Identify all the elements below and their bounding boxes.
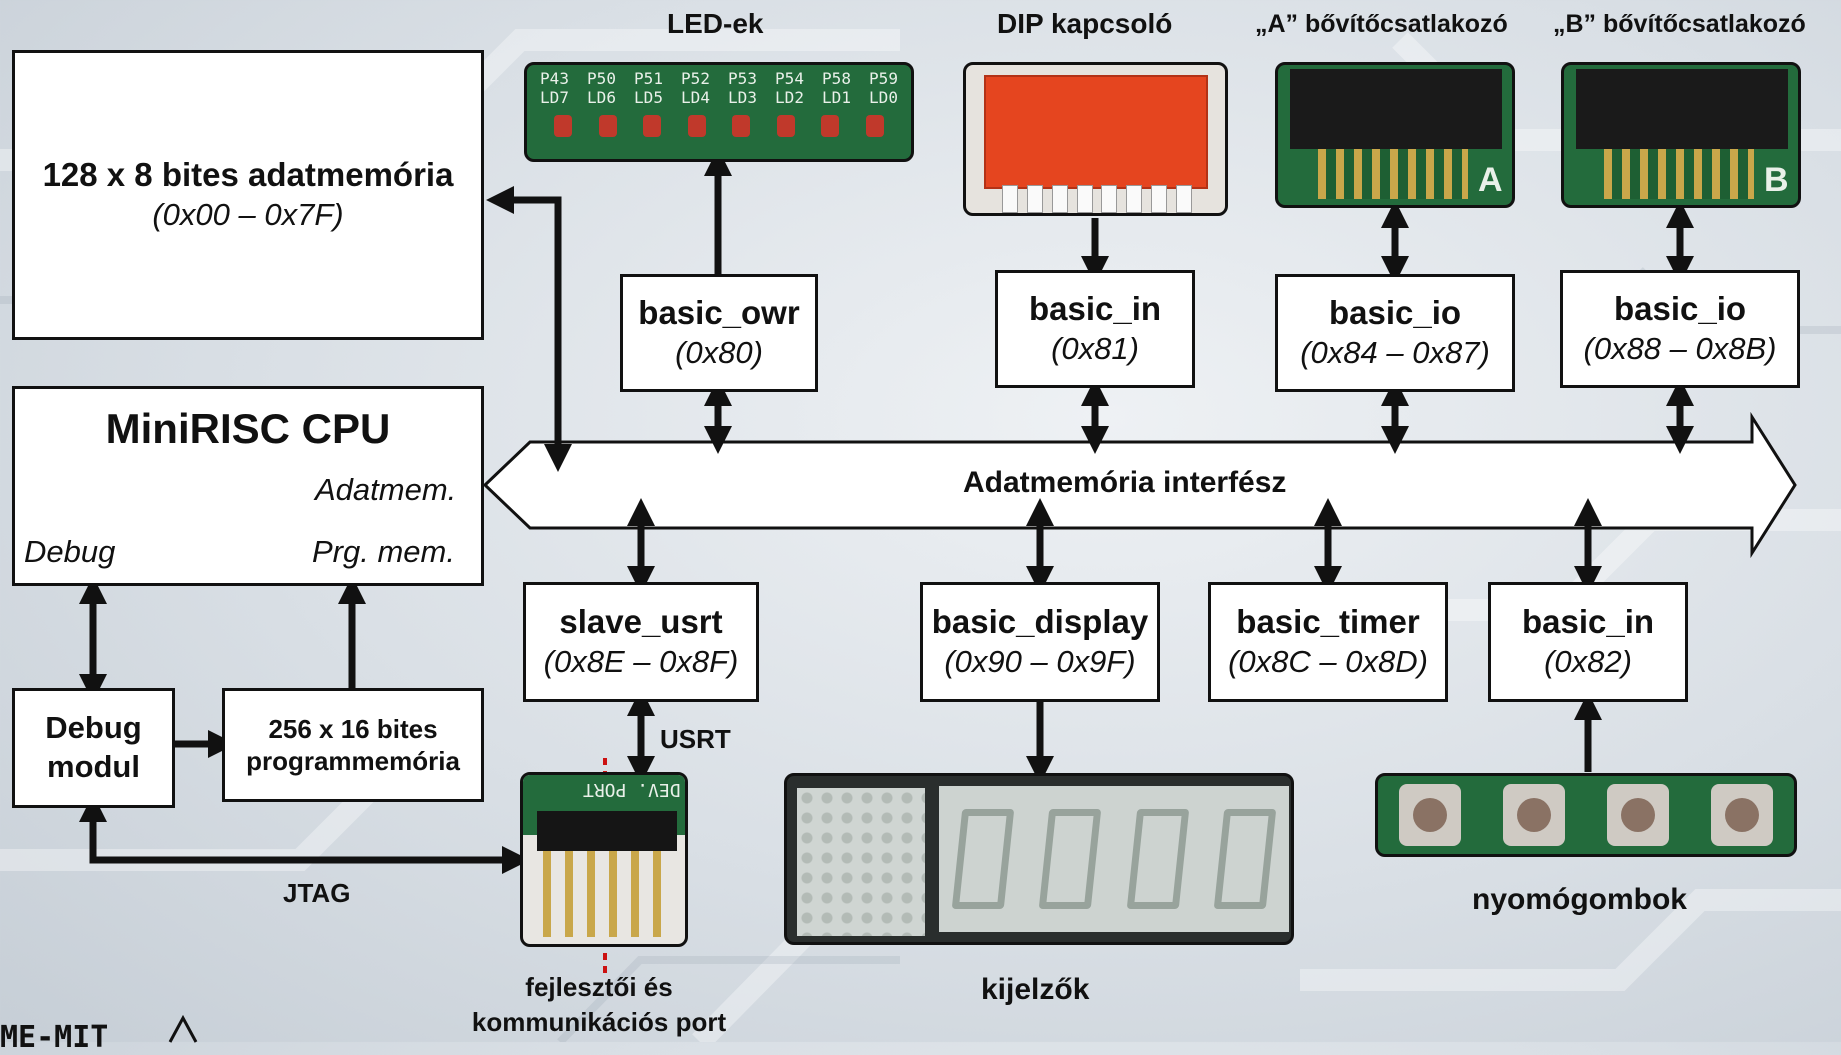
led-pin-label: P50 — [587, 69, 616, 88]
push-button-icon — [1607, 784, 1669, 846]
led-pin-label: P54 — [775, 69, 804, 88]
program-memory-box: 256 x 16 bites programmemória — [222, 688, 484, 802]
seven-segment-display — [939, 786, 1289, 932]
cpu-title: MiniRISC CPU — [105, 405, 391, 452]
periph-basic-io-88: basic_io (0x88 – 0x8B) — [1560, 270, 1800, 388]
led-name-label: LD0 — [869, 88, 898, 107]
dip-lever-icon — [1002, 185, 1018, 213]
program-memory-title: 256 x 16 bites programmemória — [246, 713, 460, 777]
port-label: fejlesztői és kommunikációs port — [471, 972, 727, 1038]
bus-label: Adatmemória interfész — [963, 466, 1287, 499]
display-board — [784, 773, 1294, 945]
data-memory-box: 128 x 8 bites adatmemória (0x00 – 0x7F) — [12, 50, 484, 340]
led-pin-label: P53 — [728, 69, 757, 88]
periph-basic-timer: basic_timer (0x8C – 0x8D) — [1208, 582, 1448, 702]
led-name-label: LD5 — [634, 88, 663, 107]
connector-a: A — [1275, 62, 1515, 208]
periph-basic-io-84: basic_io (0x84 – 0x87) — [1275, 274, 1515, 392]
segment-digit-icon — [1213, 809, 1277, 909]
dip-body — [984, 75, 1208, 189]
push-button-icon — [1503, 784, 1565, 846]
periph-basic-owr: basic_owr (0x80) — [620, 274, 818, 392]
led-icon — [776, 115, 795, 137]
push-button-icon — [1711, 784, 1773, 846]
led-icon — [865, 115, 884, 137]
push-button-icon — [1399, 784, 1461, 846]
data-memory-title: 128 x 8 bites adatmemória — [42, 156, 454, 194]
led-name-label: LD6 — [587, 88, 616, 107]
dip-lever-icon — [1126, 185, 1143, 213]
led-pin-label: P59 — [869, 69, 898, 88]
cpu-port-debug: Debug — [24, 534, 116, 569]
led-pin-label: P58 — [822, 69, 851, 88]
push-buttons — [1375, 773, 1797, 857]
data-memory-address: (0x00 – 0x7F) — [152, 197, 344, 233]
led-label: LED-ek — [667, 8, 764, 39]
dip-lever-icon — [1151, 185, 1168, 213]
usrt-label: USRT — [660, 724, 731, 754]
led-name-label: LD1 — [822, 88, 851, 107]
jtag-label: JTAG — [283, 878, 351, 908]
led-icon — [821, 115, 840, 137]
segment-digit-icon — [1038, 809, 1102, 909]
logo: ME-MIT — [0, 1020, 109, 1055]
debug-module-title: Debug modul — [45, 710, 142, 784]
segment-digit-icon — [951, 809, 1015, 909]
dip-lever-icon — [1076, 185, 1093, 213]
connector-letter: B — [1764, 161, 1789, 199]
periph-basic-in-81: basic_in (0x81) — [995, 270, 1195, 388]
periph-basic-display: basic_display (0x90 – 0x9F) — [920, 582, 1160, 702]
led-icon — [598, 115, 617, 137]
periph-slave-usrt: slave_usrt (0x8E – 0x8F) — [523, 582, 759, 702]
conn-b-label: „B” bővítőcsatlakozó — [1553, 10, 1806, 38]
led-icon — [732, 115, 751, 137]
displays-label: kijelzők — [981, 973, 1090, 1006]
dip-lever-icon — [1026, 185, 1043, 213]
dip-lever-icon — [1051, 185, 1068, 213]
connector-letter: A — [1478, 161, 1503, 199]
dev-port-label: DEV. PORT — [583, 779, 681, 800]
cpu-port-data: Adatmem. — [315, 472, 457, 507]
led-name-label: LD2 — [775, 88, 804, 107]
led-name-label: LD3 — [728, 88, 757, 107]
cpu-port-prg: Prg. mem. — [312, 534, 455, 569]
dev-port: DEV. PORT — [520, 772, 688, 947]
led-pin-label: P51 — [634, 69, 663, 88]
logo-icon — [168, 1014, 198, 1043]
led-icon — [554, 115, 573, 137]
conn-a-label: „A” bővítőcsatlakozó — [1255, 10, 1508, 38]
dip-label: DIP kapcsoló — [997, 8, 1173, 39]
dot-matrix-display — [797, 788, 925, 936]
dip-lever-icon — [1175, 185, 1192, 213]
segment-digit-icon — [1126, 809, 1190, 909]
led-name-label: LD4 — [681, 88, 710, 107]
cpu-box: MiniRISC CPU — [12, 386, 484, 586]
dip-lever-icon — [1101, 185, 1118, 213]
led-pin-label: P43 — [540, 69, 569, 88]
dip-switch — [963, 62, 1228, 216]
periph-basic-in-82: basic_in (0x82) — [1488, 582, 1688, 702]
led-board: P43 P50 P51 P52 P53 P54 P58 P59 LD7 LD6 … — [524, 62, 914, 162]
led-icon — [687, 115, 706, 137]
buttons-label: nyomógombok — [1472, 883, 1687, 916]
connector-b: B — [1561, 62, 1801, 208]
led-name-label: LD7 — [540, 88, 569, 107]
debug-module-box: Debug modul — [12, 688, 175, 808]
led-pin-label: P52 — [681, 69, 710, 88]
led-icon — [643, 115, 662, 137]
